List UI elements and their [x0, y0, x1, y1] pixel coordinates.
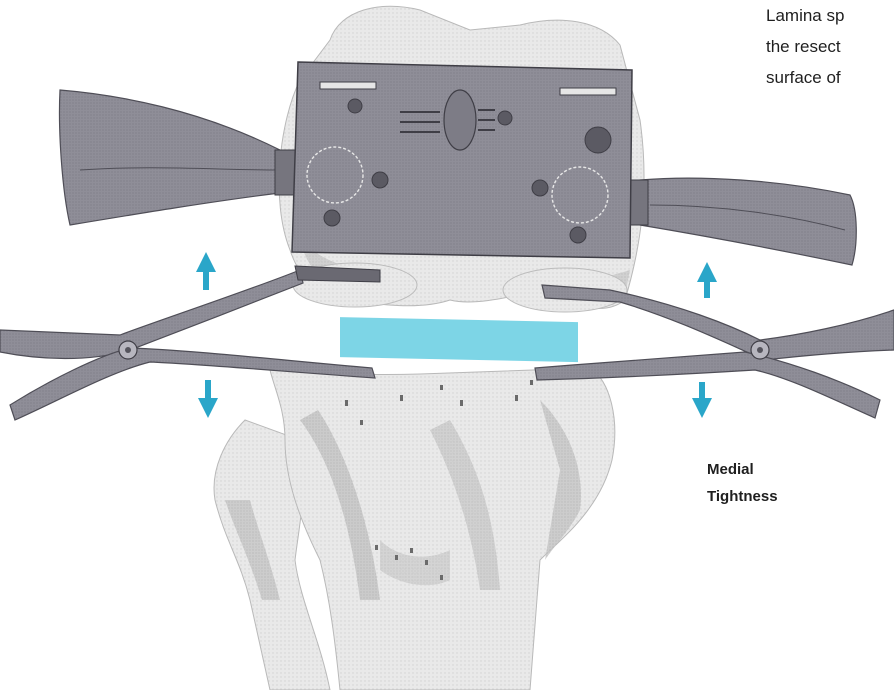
tibia	[270, 368, 615, 690]
instruction-line-3: surface of	[766, 62, 894, 93]
medial-label-line-1: Medial	[707, 456, 778, 483]
right-plate-label-slot	[560, 88, 616, 95]
right-handle	[628, 178, 856, 265]
left-plate-label-slot	[320, 82, 376, 89]
spacer-block	[340, 317, 578, 362]
instruction-line-1: Lamina sp	[766, 0, 894, 31]
instruction-line-2: the resect	[766, 31, 894, 62]
medial-label-line-2: Tightness	[707, 483, 778, 510]
medial-tightness-label: Medial Tightness	[707, 456, 778, 510]
left-handle	[59, 90, 295, 225]
instruction-text: Lamina sp the resect surface of	[766, 0, 894, 93]
tensor-plate	[292, 62, 632, 258]
